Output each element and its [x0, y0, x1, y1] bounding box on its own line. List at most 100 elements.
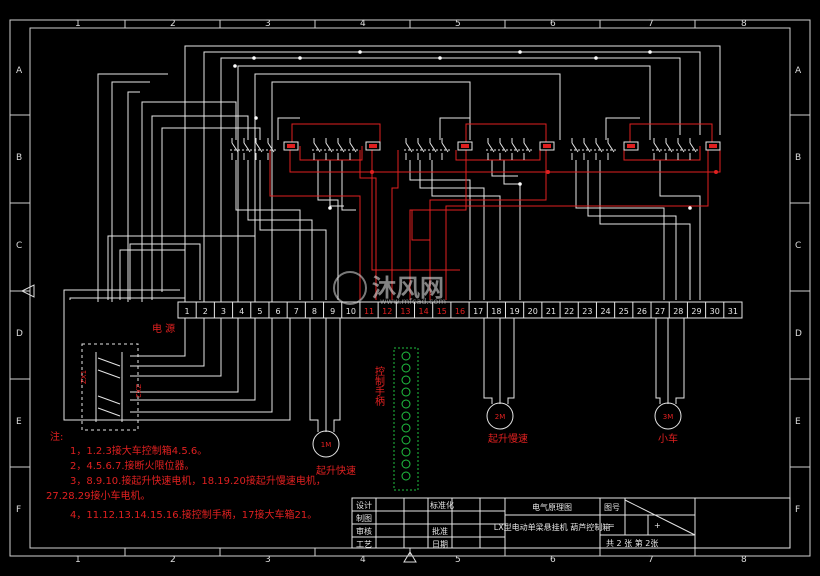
terminal-number: 22	[564, 307, 574, 316]
switch-contact	[405, 142, 413, 153]
col-label: 6	[550, 555, 556, 565]
terminal-number: 5	[257, 307, 262, 316]
relay-coil-core	[287, 144, 295, 148]
row-label: D	[16, 329, 23, 339]
switch-contact	[665, 142, 673, 153]
control-handle-contacts	[401, 351, 411, 481]
row-label: F	[16, 505, 21, 515]
note-line: 2，4.5.6.7.接断火限位器。	[70, 459, 195, 472]
terminal-number: 4	[239, 307, 244, 316]
col-label: 8	[741, 19, 747, 29]
tb-design: 设计	[356, 500, 372, 510]
tb-date: 日期	[432, 540, 448, 549]
terminal-number: 24	[600, 307, 610, 316]
terminal-number: 23	[582, 307, 592, 316]
frame-ticks	[10, 20, 810, 556]
terminal-number: 10	[346, 307, 356, 316]
wiring-red	[269, 123, 721, 300]
terminal-number: 29	[691, 307, 701, 316]
handle-contact	[401, 471, 411, 481]
motor-fast-label: 起升快速	[316, 465, 356, 477]
row-label: C	[795, 241, 801, 251]
relay-coil-core	[369, 144, 377, 148]
terminal-number: 15	[437, 307, 447, 316]
centering-mark-bottom	[403, 551, 417, 563]
switch-contact	[689, 142, 697, 153]
terminal-number: 13	[400, 307, 410, 316]
terminal-number: 7	[294, 307, 299, 316]
relay-coil	[539, 141, 555, 151]
terminal-number: 26	[637, 307, 647, 316]
handle-contact	[401, 435, 411, 445]
switch-contact	[677, 142, 685, 153]
switch-contact	[429, 142, 437, 153]
column-labels-bottom: 1 2 3 4 5 6 7 8	[75, 555, 747, 565]
switch-contact	[337, 142, 345, 153]
watermark: 沐风网 www.mfcad.com	[333, 271, 446, 306]
handle-contact	[401, 363, 411, 373]
col-label: 4	[360, 19, 366, 29]
tb-sheets: 共 2 张 第 2张	[606, 538, 658, 548]
switch-contact	[349, 142, 357, 153]
relay-coil-core	[709, 144, 717, 148]
control-handle-box	[393, 347, 419, 491]
tb-draw: 制图	[356, 513, 372, 523]
col-label: 6	[550, 19, 556, 29]
col-label: 2	[170, 19, 176, 29]
motor-slow: 2M 起升慢速	[486, 402, 528, 445]
white-junctions	[233, 50, 692, 210]
switch-contact	[583, 142, 591, 153]
terminal-number: 9	[330, 307, 335, 316]
handle-contact	[401, 351, 411, 361]
terminal-number: 25	[619, 307, 629, 316]
switch-contact	[653, 142, 661, 153]
switch-box-label-right: ZX2	[134, 384, 142, 398]
limit-switch-box-contacts	[95, 352, 123, 422]
relay-coil	[705, 141, 721, 151]
red-junctions	[370, 170, 718, 174]
watermark-logo-icon	[333, 271, 367, 305]
handle-contact	[401, 447, 411, 457]
motor-slow-label: 起升慢速	[488, 433, 528, 445]
col-label: 7	[648, 555, 654, 565]
terminal-number: 30	[710, 307, 720, 316]
col-label: 1	[75, 19, 81, 29]
watermark-brand: 沐风网	[372, 274, 444, 302]
relay-coil	[457, 141, 473, 151]
contactor-switches	[230, 138, 698, 160]
note-line: 1，1.2.3接大车控制箱4.5.6。	[70, 444, 207, 457]
switch-contact	[595, 142, 603, 153]
switch-contact	[231, 142, 239, 153]
terminal-number: 6	[276, 307, 281, 316]
switch-contact	[523, 142, 531, 153]
row-label: F	[795, 505, 800, 515]
terminal-strip	[177, 301, 743, 319]
terminal-number: 19	[509, 307, 519, 316]
motor-fast: 1M 起升快速	[312, 430, 356, 477]
tb-drawing-title: 电气原理图	[532, 502, 572, 512]
switch-contact	[313, 142, 321, 153]
col-label: 1	[75, 555, 81, 565]
col-label: 3	[265, 555, 271, 565]
handle-contact	[401, 387, 411, 397]
switch-contact	[243, 142, 251, 153]
row-label: E	[16, 417, 22, 427]
motor-slow-symbol: 2M	[495, 413, 506, 421]
notes-title: 注:	[50, 430, 63, 443]
terminal-number: 21	[546, 307, 556, 316]
terminal-number: 2	[203, 307, 208, 316]
relay-coil	[623, 141, 639, 151]
switch-contact	[417, 142, 425, 153]
row-labels-left: A B C D E F	[16, 66, 23, 515]
switch-contact	[499, 142, 507, 153]
notes: 注: 1，1.2.3接大车控制箱4.5.6。 2，4.5.6.7.接断火限位器。…	[46, 430, 326, 521]
power-label: 电 源	[152, 322, 175, 335]
tb-product-name: LX型电动单梁悬挂机 葫芦控制箱	[494, 522, 610, 532]
relay-coils	[283, 141, 721, 151]
col-label: 8	[741, 555, 747, 565]
note-line: 4，11.12.13.14.15.16.接控制手柄，17接大车箱21。	[70, 508, 317, 521]
control-handle-label: 控制手柄	[373, 365, 385, 407]
